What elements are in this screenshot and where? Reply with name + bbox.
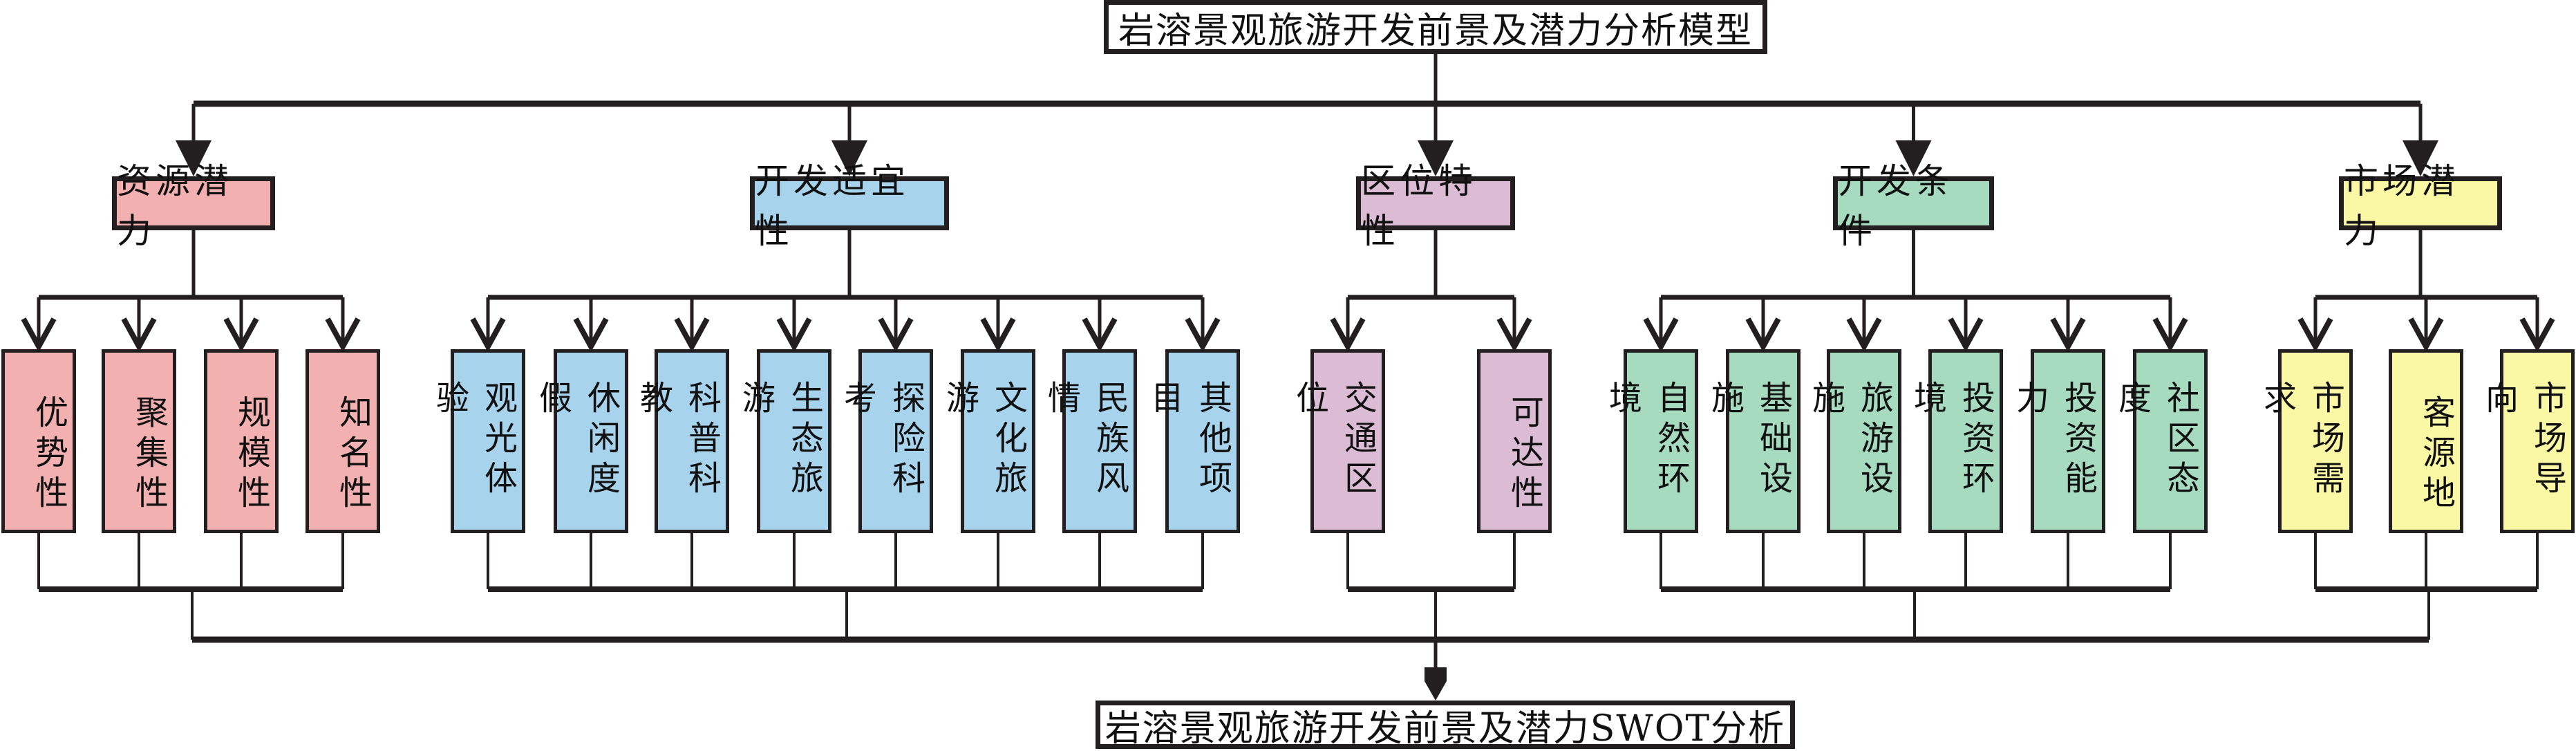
- open-arrow-down-icon: [878, 317, 914, 353]
- open-arrow-down-icon: [2519, 317, 2555, 353]
- arrow-down-icon: [831, 140, 867, 176]
- factor-label: 自然环境: [1603, 380, 1690, 501]
- arrow-down-icon: [2403, 140, 2438, 176]
- factor-label: 客源地: [2416, 395, 2455, 515]
- category-label: 区位特性: [1361, 161, 1477, 251]
- arrow-down-icon: [176, 140, 211, 176]
- factor-box: 优势性: [1, 349, 76, 533]
- factor-box: 文化旅游: [940, 349, 1035, 533]
- factor-label: 规模性: [232, 395, 270, 515]
- open-arrow-down-icon: [1496, 317, 1532, 353]
- category-box-suitability: 开发适宜性: [750, 161, 949, 251]
- open-arrow-down-icon: [2152, 317, 2188, 353]
- open-arrow-down-icon: [1185, 317, 1221, 353]
- swot-output-box: 岩溶景观旅游开发前景及潜力SWOT分析: [1096, 701, 1795, 750]
- factor-box: 交通区位: [1290, 349, 1385, 533]
- factor-label: 休闲度假: [533, 380, 620, 501]
- factor-box: 可达性: [1477, 349, 1552, 533]
- factor-box: 知名性: [305, 349, 380, 533]
- category-box-location: 区位特性: [1356, 161, 1515, 251]
- factor-box: 其他项目: [1145, 349, 1240, 533]
- open-arrow-down-icon: [121, 317, 157, 353]
- open-arrow-down-icon: [2050, 317, 2086, 353]
- factor-box: 旅游设施: [1806, 349, 1901, 533]
- category-label: 市场潜力: [2344, 161, 2460, 251]
- open-arrow-down-icon: [470, 317, 506, 353]
- arrow-down-icon: [1418, 140, 1454, 176]
- factor-label: 可达性: [1505, 395, 1543, 515]
- factor-label: 基础设施: [1705, 380, 1792, 501]
- open-arrow-down-icon: [1330, 317, 1366, 353]
- open-arrow-down-icon: [674, 317, 710, 353]
- category-label: 资源潜力: [117, 161, 233, 251]
- factor-label: 优势性: [29, 395, 68, 515]
- open-arrow-down-icon: [980, 317, 1016, 353]
- open-arrow-down-icon: [223, 317, 259, 353]
- open-arrow-down-icon: [2297, 317, 2333, 353]
- factor-label: 旅游设施: [1806, 380, 1893, 501]
- open-arrow-down-icon: [1643, 317, 1679, 353]
- open-arrow-down-icon: [1745, 317, 1781, 353]
- factor-label: 民族风情: [1042, 380, 1129, 501]
- factor-label: 投资能力: [2010, 380, 2097, 501]
- factor-label: 交通区位: [1290, 380, 1377, 501]
- factor-box: 生态旅游: [736, 349, 831, 533]
- factor-box: 聚集性: [102, 349, 176, 533]
- factor-box: 探险科考: [838, 349, 933, 533]
- swot-output-title: 岩溶景观旅游开发前景及潜力SWOT分析: [1104, 707, 1786, 750]
- factor-box: 投资能力: [2010, 349, 2105, 533]
- model-title: 岩溶景观旅游开发前景及潜力分析模型: [1118, 10, 1753, 52]
- category-box-resource: 资源潜力: [112, 161, 275, 251]
- arrow-down-icon: [1895, 140, 1932, 176]
- factor-box: 社区态度: [2112, 349, 2208, 533]
- open-arrow-down-icon: [1948, 317, 1984, 353]
- factor-box: 市场需求: [2257, 349, 2353, 533]
- open-arrow-down-icon: [21, 317, 57, 353]
- factor-box: 科普科教: [634, 349, 729, 533]
- open-arrow-down-icon: [325, 317, 361, 353]
- factor-box: 自然环境: [1603, 349, 1698, 533]
- category-label: 开发条件: [1838, 161, 1954, 251]
- factor-box: 基础设施: [1705, 349, 1801, 533]
- factor-label: 文化旅游: [940, 380, 1027, 501]
- factor-label: 社区态度: [2112, 380, 2199, 501]
- factor-box: 观光体验: [430, 349, 525, 533]
- output-arrow-icon: [1425, 667, 1447, 701]
- factor-label: 市场导向: [2479, 380, 2566, 501]
- factor-box: 投资环境: [1908, 349, 2003, 533]
- factor-box: 民族风情: [1042, 349, 1137, 533]
- factor-label: 聚集性: [129, 395, 168, 515]
- category-label: 开发适宜性: [755, 161, 910, 251]
- factor-box: 规模性: [204, 349, 279, 533]
- factor-box: 市场导向: [2479, 349, 2575, 533]
- open-arrow-down-icon: [1846, 317, 1882, 353]
- open-arrow-down-icon: [573, 317, 609, 353]
- category-box-conditions: 开发条件: [1833, 161, 1994, 251]
- model-title-box: 岩溶景观旅游开发前景及潜力分析模型: [1104, 0, 1767, 54]
- factor-label: 投资环境: [1908, 380, 1995, 501]
- factor-label: 观光体验: [430, 380, 517, 501]
- open-arrow-down-icon: [1082, 317, 1118, 353]
- factor-box: 休闲度假: [533, 349, 628, 533]
- open-arrow-down-icon: [776, 317, 812, 353]
- factor-label: 其他项目: [1145, 380, 1232, 501]
- open-arrow-down-icon: [2408, 317, 2444, 353]
- factor-label: 知名性: [333, 395, 372, 515]
- factor-label: 生态旅游: [736, 380, 823, 501]
- factor-label: 探险科考: [838, 380, 925, 501]
- factor-label: 科普科教: [634, 380, 721, 501]
- factor-label: 市场需求: [2257, 380, 2344, 501]
- category-box-market: 市场潜力: [2339, 161, 2502, 251]
- factor-box: 客源地: [2389, 349, 2463, 533]
